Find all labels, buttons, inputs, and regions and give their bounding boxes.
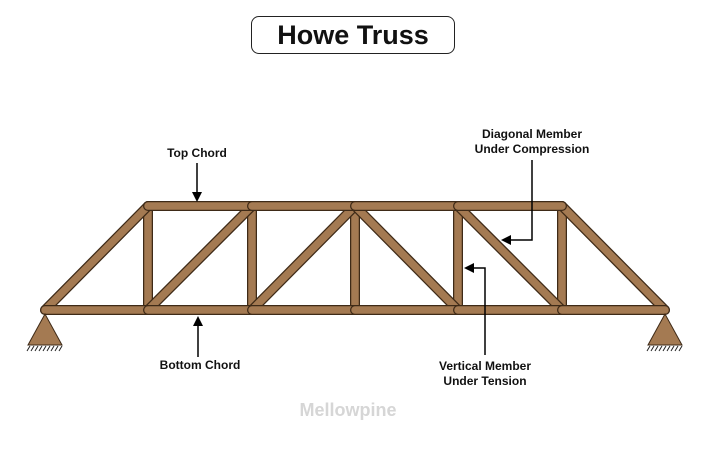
diagonal-member (453, 201, 567, 315)
ground-hatch (678, 345, 683, 352)
vertical-label-line1: Vertical Member (438, 359, 532, 373)
diagonal-member (143, 201, 257, 315)
right-support (646, 312, 683, 352)
ground-hatch (670, 345, 675, 352)
ground-hatch (650, 345, 655, 352)
ground-hatch (674, 345, 679, 352)
end-diagonal (40, 201, 153, 315)
top-chord-label: Top Chord (167, 146, 227, 160)
diagonal-label-line1: Diagonal Member (481, 127, 583, 141)
ground-hatch (662, 345, 667, 352)
ground-hatch (42, 345, 47, 352)
ground-hatch (26, 345, 31, 352)
diagonal-member (247, 201, 360, 315)
diagonal-member (350, 201, 463, 315)
truss-members (40, 201, 670, 315)
ground-hatch (58, 345, 63, 352)
ground-hatch (666, 345, 671, 352)
left-support (26, 312, 63, 352)
ground-hatch (34, 345, 39, 352)
vertical-member-label: Vertical Member Under Tension (439, 359, 531, 389)
vertical-member-arrow (464, 263, 486, 355)
diagonal-member-arrow (501, 160, 533, 245)
diagonal-member-label: Diagonal Member Under Compression (475, 127, 590, 157)
ground-hatch (658, 345, 663, 352)
ground-hatch (38, 345, 43, 352)
bottom-chord-label: Bottom Chord (159, 358, 241, 372)
ground-hatch (654, 345, 659, 352)
diagram-title: Howe Truss (251, 16, 455, 54)
vertical-label-line2: Under Tension (443, 374, 527, 388)
diagonal-label-line2: Under Compression (474, 142, 590, 156)
ground-hatch (30, 345, 35, 352)
ground-hatch (50, 345, 55, 352)
ground-hatch (46, 345, 51, 352)
watermark: Mellowpine (299, 400, 397, 420)
ground-hatch (646, 345, 651, 352)
end-diagonal (557, 201, 670, 315)
ground-hatch (54, 345, 59, 352)
